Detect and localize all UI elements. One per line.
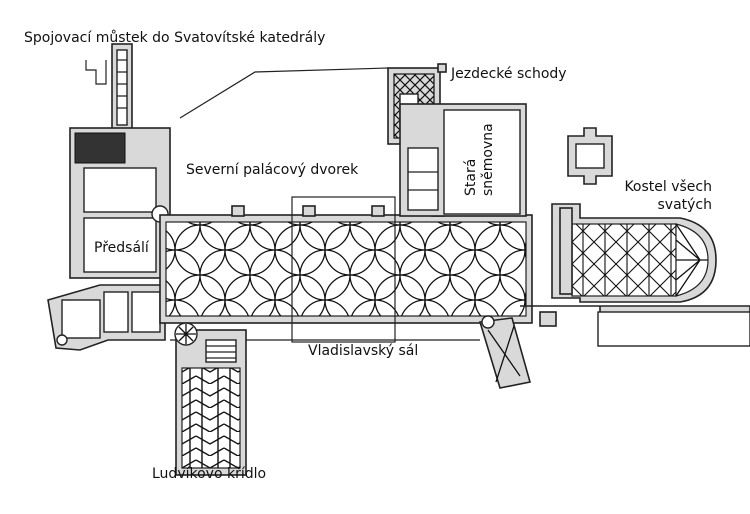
- courtyard-boundary-line: [179, 67, 389, 119]
- connector-corridor: [520, 305, 750, 347]
- label-antechamber: Předsálí: [94, 240, 149, 256]
- all-saints-church: [551, 127, 717, 303]
- label-old-diet: Stará sněmovna: [463, 123, 497, 196]
- old-diet-block: [399, 103, 527, 217]
- label-old-diet-line1: Stará: [463, 158, 479, 196]
- ludwig-wing: [174, 322, 247, 476]
- southeast-stair-tower: [478, 315, 532, 389]
- label-bridge: Spojovací můstek do Svatovítské katedrál…: [24, 30, 326, 46]
- vladislav-hall-vault: [159, 196, 533, 343]
- west-wing: [69, 127, 171, 279]
- label-all-saints-line1: Kostel všech: [624, 179, 712, 195]
- label-vladislav-hall: Vladislavský sál: [308, 343, 419, 359]
- southwest-rooms: [47, 284, 166, 351]
- label-rider-stairs: Jezdecké schody: [451, 66, 567, 82]
- label-north-courtyard: Severní palácový dvorek: [186, 162, 359, 178]
- label-all-saints-line2: svatých: [657, 197, 712, 213]
- label-all-saints: Kostel všech svatých: [612, 178, 712, 214]
- label-old-diet-line2: sněmovna: [480, 123, 496, 196]
- bridge-structure: [85, 43, 133, 130]
- label-ludwig-wing: Ludvíkovo křídlo: [152, 466, 267, 482]
